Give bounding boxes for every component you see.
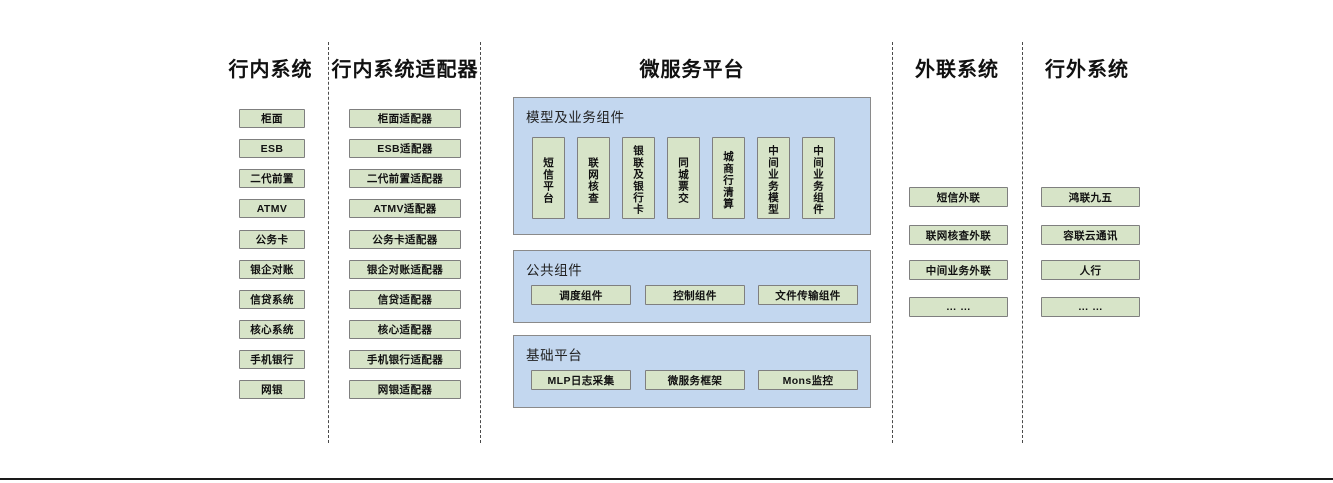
- column-divider-3: [892, 42, 893, 443]
- base-platform-item[interactable]: 微服务框架: [645, 370, 745, 390]
- inner-system-item[interactable]: 银企对账: [239, 260, 305, 279]
- inner-adapter-item[interactable]: 公务卡适配器: [349, 230, 461, 249]
- inner-adapter-item[interactable]: 银企对账适配器: [349, 260, 461, 279]
- panel-title-base-platform: 基础平台: [526, 348, 583, 363]
- panel-title-model-business-components: 模型及业务组件: [526, 110, 625, 125]
- column-title-microservice-platform: 微服务平台: [639, 59, 745, 81]
- column-title-inner-systems: 行内系统: [228, 59, 313, 81]
- inner-adapter-item[interactable]: ATMV适配器: [349, 199, 461, 218]
- external-link-system-item[interactable]: 中间业务外联: [909, 260, 1008, 280]
- inner-system-item[interactable]: 手机银行: [239, 350, 305, 369]
- inner-system-item[interactable]: ATMV: [239, 199, 305, 218]
- inner-adapter-item[interactable]: 核心适配器: [349, 320, 461, 339]
- column-title-inner-adapters: 行内系统适配器: [331, 59, 479, 81]
- inner-adapter-item[interactable]: 手机银行适配器: [349, 350, 461, 369]
- inner-system-item[interactable]: 核心系统: [239, 320, 305, 339]
- outside-system-item[interactable]: 容联云通讯: [1041, 225, 1140, 245]
- external-link-system-item[interactable]: 短信外联: [909, 187, 1008, 207]
- model-component-item[interactable]: 联网核查: [577, 137, 610, 219]
- column-title-outside-systems: 行外系统: [1045, 59, 1129, 81]
- model-component-item[interactable]: 中间业务模型: [757, 137, 790, 219]
- model-component-item[interactable]: 银联及银行卡: [622, 137, 655, 219]
- inner-adapter-item[interactable]: 信贷适配器: [349, 290, 461, 309]
- common-component-item[interactable]: 文件传输组件: [758, 285, 858, 305]
- outside-system-item[interactable]: … …: [1041, 297, 1140, 317]
- common-component-item[interactable]: 调度组件: [531, 285, 631, 305]
- panel-title-common-components: 公共组件: [526, 263, 583, 278]
- model-component-item[interactable]: 中间业务组件: [802, 137, 835, 219]
- outside-system-item[interactable]: 鸿联九五: [1041, 187, 1140, 207]
- inner-adapter-item[interactable]: 二代前置适配器: [349, 169, 461, 188]
- inner-system-item[interactable]: 信贷系统: [239, 290, 305, 309]
- column-divider-2: [480, 42, 481, 443]
- inner-system-item[interactable]: 柜面: [239, 109, 305, 128]
- base-platform-item[interactable]: MLP日志采集: [531, 370, 631, 390]
- inner-system-item[interactable]: 公务卡: [239, 230, 305, 249]
- inner-adapter-item[interactable]: ESB适配器: [349, 139, 461, 158]
- common-component-item[interactable]: 控制组件: [645, 285, 745, 305]
- inner-adapter-item[interactable]: 柜面适配器: [349, 109, 461, 128]
- external-link-system-item[interactable]: 联网核查外联: [909, 225, 1008, 245]
- column-divider-1: [328, 42, 329, 443]
- column-title-external-link-systems: 外联系统: [915, 59, 999, 81]
- outside-system-item[interactable]: 人行: [1041, 260, 1140, 280]
- column-divider-4: [1022, 42, 1023, 443]
- inner-system-item[interactable]: 二代前置: [239, 169, 305, 188]
- model-component-item[interactable]: 城商行清算: [712, 137, 745, 219]
- inner-adapter-item[interactable]: 网银适配器: [349, 380, 461, 399]
- external-link-system-item[interactable]: … …: [909, 297, 1008, 317]
- inner-system-item[interactable]: 网银: [239, 380, 305, 399]
- inner-system-item[interactable]: ESB: [239, 139, 305, 158]
- model-component-item[interactable]: 同城票交: [667, 137, 700, 219]
- bottom-divider-rule: [0, 478, 1333, 480]
- model-component-item[interactable]: 短信平台: [532, 137, 565, 219]
- base-platform-item[interactable]: Mons监控: [758, 370, 858, 390]
